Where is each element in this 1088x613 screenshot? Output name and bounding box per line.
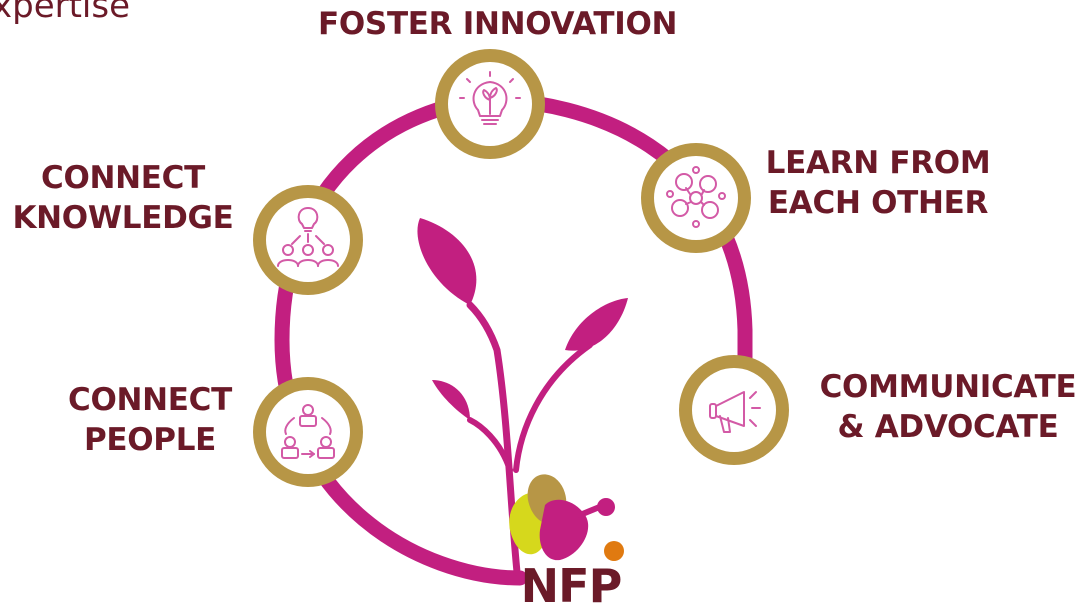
people-cycle-icon <box>281 404 335 459</box>
logo-text: NFP <box>520 559 623 613</box>
network-people-icon <box>666 166 726 228</box>
lightbulb-plant-icon <box>459 71 521 125</box>
logo-blob-magenta <box>539 499 589 561</box>
node-learn-from-each-other <box>641 143 751 253</box>
plant-leaf-left <box>432 380 470 420</box>
node-inner-white <box>266 390 350 474</box>
plant-leaf-top <box>417 218 477 305</box>
megaphone-icon <box>709 391 761 433</box>
idea-group-icon <box>277 207 339 267</box>
label-connect-people: CONNECT PEOPLE <box>68 382 232 458</box>
label-learn-from-each-other: LEARN FROM EACH OTHER <box>765 145 991 221</box>
logo-dot-orange <box>604 541 624 561</box>
label-communicate-advocate: COMMUNICATE & ADVOCATE <box>819 369 1077 445</box>
logo-dot-magenta <box>597 498 615 516</box>
nfp-logo-mark <box>509 474 624 561</box>
label-foster-innovation: FOSTER INNOVATION <box>318 6 678 42</box>
node-connect-knowledge <box>253 185 363 295</box>
node-inner-white <box>692 368 776 452</box>
node-connect-people <box>253 377 363 487</box>
node-communicate-advocate <box>679 355 789 465</box>
corner-text: xpertise <box>0 0 131 26</box>
node-foster-innovation <box>435 49 545 159</box>
label-connect-knowledge: CONNECT KNOWLEDGE <box>12 160 234 236</box>
node-group <box>253 49 789 487</box>
plant-leaf-right <box>565 298 628 351</box>
node-inner-white <box>654 156 738 240</box>
